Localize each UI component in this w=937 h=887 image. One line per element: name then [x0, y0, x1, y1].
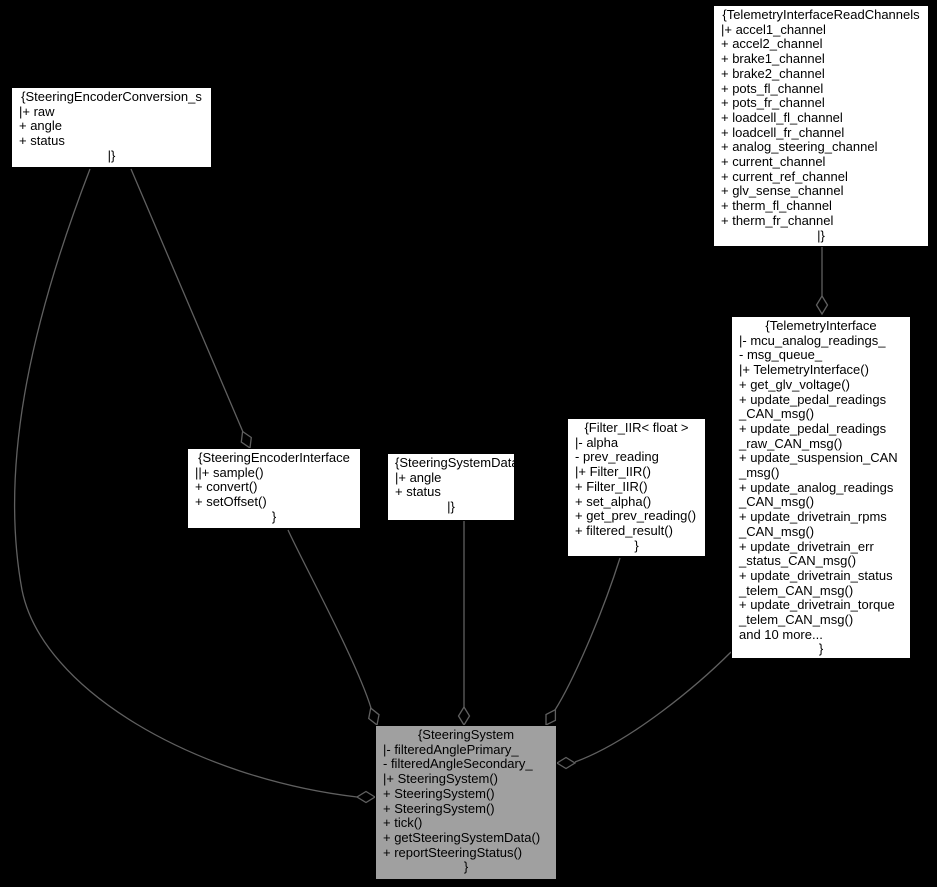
member-line: + analog_steering_channel — [721, 139, 878, 155]
class-node-telemetry-interface[interactable]: {TelemetryInterface |- mcu_analog_readin… — [731, 316, 911, 659]
aggregation-diamond — [555, 756, 577, 770]
aggregation-diamond — [240, 430, 252, 450]
member-line: _CAN_msg() — [739, 406, 815, 422]
class-members: |- mcu_analog_readings_- msg_queue_|+ Te… — [732, 332, 910, 643]
class-title: {TelemetryInterfaceReadChannels — [722, 7, 920, 22]
member-line: |+ angle — [395, 469, 442, 485]
member-line: + therm_fr_channel — [721, 212, 834, 228]
member-line: + update_pedal_readings — [739, 391, 887, 407]
member-line: _telem_CAN_msg() — [739, 612, 854, 628]
class-node-filter-iir[interactable]: {Filter_IIR< float > |- alpha- prev_read… — [567, 418, 706, 557]
class-title: {SteeringEncoderInterface — [198, 450, 350, 465]
member-line: + Filter_IIR() — [575, 478, 648, 494]
class-footer: |} — [107, 147, 116, 163]
member-line: + update_suspension_CAN — [739, 450, 898, 466]
class-node-steering-system-data[interactable]: {SteeringSystemData_s |+ angle+ status |… — [387, 453, 515, 521]
class-footer: } — [271, 508, 277, 524]
member-line: + pots_fl_channel — [721, 80, 824, 96]
edge-encoder-interface-to-steering-system — [287, 529, 372, 709]
class-members: |- filteredAnglePrimary_- filteredAngleS… — [376, 741, 556, 861]
class-node-telemetry-interface-read-channels[interactable]: {TelemetryInterfaceReadChannels |+ accel… — [713, 5, 929, 247]
member-line: + current_channel — [721, 154, 826, 170]
class-title: {SteeringSystem — [417, 727, 515, 742]
member-line: + setOffset() — [195, 494, 267, 510]
class-node-steering-encoder-interface[interactable]: {SteeringEncoderInterface ||+ sample()+ … — [187, 448, 361, 529]
class-title: {Filter_IIR< float > — [584, 420, 689, 435]
class-node-steering-system[interactable]: {SteeringSystem |- filteredAnglePrimary_… — [375, 725, 557, 880]
class-members: ||+ sample()+ convert()+ setOffset() — [188, 464, 360, 510]
member-line: |+ TelemetryInterface() — [739, 362, 869, 378]
member-line: + update_drivetrain_err — [739, 538, 874, 554]
class-members: |+ raw+ angle+ status — [12, 103, 211, 149]
member-line: |+ accel1_channel — [721, 21, 826, 37]
member-line: + angle — [19, 118, 63, 134]
member-line: + loadcell_fr_channel — [721, 124, 845, 140]
member-line: |+ SteeringSystem() — [383, 771, 499, 787]
member-line: + SteeringSystem() — [383, 800, 495, 816]
edge-filter-iir-to-steering-system — [554, 557, 621, 711]
member-line: + current_ref_channel — [721, 168, 848, 184]
class-title: {SteeringSystemData_s — [395, 455, 514, 470]
member-line: + set_alpha() — [575, 493, 652, 509]
class-members: |- alpha- prev_reading|+ Filter_IIR()+ F… — [568, 434, 705, 539]
class-footer: } — [634, 537, 639, 553]
member-line: + brake1_channel — [721, 51, 825, 67]
member-line: + tick() — [383, 815, 423, 831]
member-line: |- filteredAnglePrimary_ — [383, 741, 519, 757]
member-line: _msg() — [739, 465, 780, 481]
class-footer: |} — [817, 227, 825, 243]
class-node-steering-encoder-conversion[interactable]: {SteeringEncoderConversion_s |+ raw+ ang… — [11, 87, 212, 168]
member-line: + update_analog_readings — [739, 479, 894, 495]
member-line: |- alpha — [575, 434, 619, 450]
member-line: - msg_queue_ — [739, 347, 823, 363]
class-title: {SteeringEncoderConversion_s — [21, 89, 202, 104]
member-line: - filteredAngleSecondary_ — [383, 756, 533, 772]
aggregation-diamond — [545, 708, 557, 727]
member-line: - prev_reading — [575, 449, 659, 465]
member-line: + status — [395, 484, 441, 500]
member-line: and 10 more... — [739, 626, 823, 642]
member-line: |+ Filter_IIR() — [575, 464, 651, 480]
member-line: + pots_fr_channel — [721, 95, 825, 111]
aggregation-diamond — [457, 705, 471, 727]
member-line: |+ raw — [19, 103, 55, 119]
class-footer: } — [818, 641, 824, 657]
member-line: + therm_fl_channel — [721, 198, 832, 214]
member-line: _status_CAN_msg() — [739, 553, 857, 569]
member-line: + brake2_channel — [721, 65, 825, 81]
class-members: |+ accel1_channel+ accel2_channel+ brake… — [714, 21, 928, 229]
member-line: |- mcu_analog_readings_ — [739, 332, 886, 348]
member-line: + update_drivetrain_status — [739, 567, 893, 583]
edge-telemetry-interface-to-steering-system — [574, 651, 732, 763]
member-line: + status — [19, 133, 65, 149]
member-line: + filtered_result() — [575, 522, 673, 538]
member-line: ||+ sample() — [195, 464, 264, 480]
member-line: + reportSteeringStatus() — [383, 844, 523, 860]
member-line: + SteeringSystem() — [383, 785, 495, 801]
class-footer: |} — [447, 499, 455, 515]
aggregation-diamond — [815, 294, 829, 316]
member-line: + accel2_channel — [721, 36, 823, 52]
member-line: _CAN_msg() — [739, 494, 815, 510]
aggregation-diamond — [355, 790, 377, 804]
member-line: + update_drivetrain_torque — [739, 597, 895, 613]
member-line: + convert() — [195, 479, 258, 495]
member-line: _raw_CAN_msg() — [739, 435, 843, 451]
member-line: _CAN_msg() — [739, 523, 815, 539]
edge-conversion-to-steering-system — [13, 168, 358, 798]
member-line: + get_prev_reading() — [575, 508, 697, 524]
member-line: + update_pedal_readings — [739, 420, 887, 436]
class-title: {TelemetryInterface — [765, 318, 877, 333]
member-line: + get_glv_voltage() — [739, 376, 850, 392]
class-members: |+ angle+ status — [388, 469, 514, 500]
member-line: + glv_sense_channel — [721, 183, 844, 199]
class-footer: } — [463, 859, 469, 875]
edge-conversion-to-encoder-interface — [130, 168, 244, 433]
member-line: _telem_CAN_msg() — [739, 582, 854, 598]
aggregation-diamond — [367, 706, 380, 727]
member-line: + update_drivetrain_rpms — [739, 509, 887, 525]
member-line: + getSteeringSystemData() — [383, 829, 541, 845]
member-line: + loadcell_fl_channel — [721, 109, 843, 125]
